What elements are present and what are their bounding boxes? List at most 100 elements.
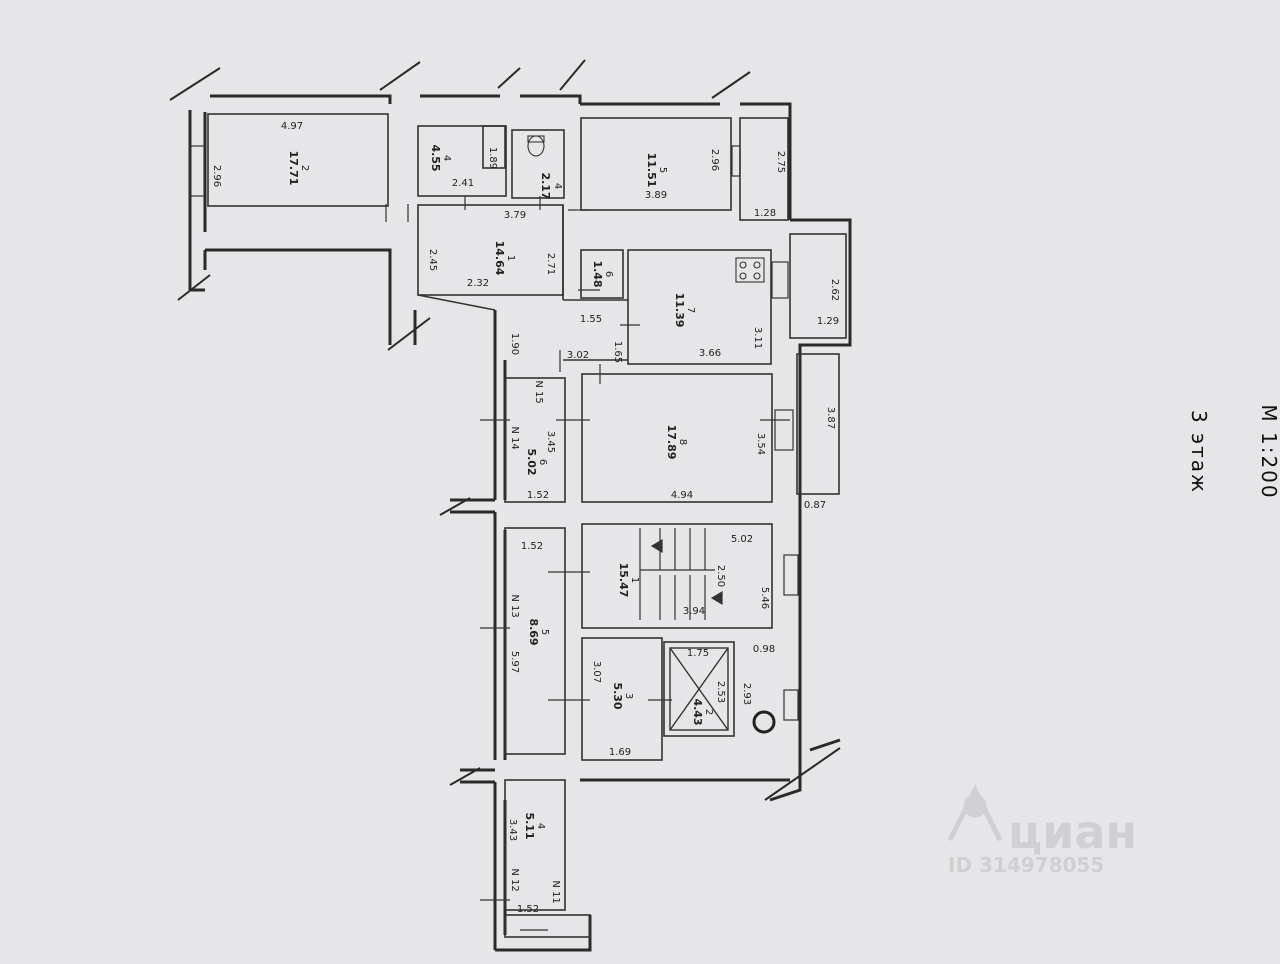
room-3-num: 4 [441, 155, 452, 161]
room-5-num: 5 [657, 167, 668, 173]
dim-label: 1.55 [580, 314, 602, 325]
dim-label: 1.65 [612, 341, 623, 363]
watermark-brand: циан [1008, 805, 1137, 859]
room-1-outline [417, 204, 564, 296]
room-5-outline [580, 117, 732, 211]
dim-label: 2.96 [709, 149, 720, 171]
dim-label: 0.87 [804, 500, 826, 511]
room-6-num: 6 [603, 271, 614, 277]
dim-label: 3.02 [567, 350, 589, 361]
scale-label: М 1:200 [1257, 404, 1280, 499]
room-2-num: 2 [299, 165, 310, 171]
wall-ticks [169, 59, 841, 801]
dim-label: 2.32 [467, 278, 489, 289]
dim-label: 3.07 [591, 661, 602, 683]
room-3b-num: 3 [623, 693, 634, 699]
room-4b-area: 5.11 [523, 812, 536, 839]
dim-label: 2.41 [452, 178, 474, 189]
floor-label: 3 этаж [1187, 410, 1211, 494]
elevator-shaft-icon [669, 647, 729, 731]
room-1b-outline [581, 523, 773, 629]
dim-label: 1.28 [754, 208, 776, 219]
room-4-outline [511, 129, 565, 199]
watermark-id: ID 314978055 [948, 853, 1104, 877]
watermark: циан ID 314978055 [947, 784, 1137, 877]
dim-label: 2.96 [211, 165, 222, 187]
room-3-outline [417, 125, 507, 197]
room-labels: 17.71 2 4.55 4 2.17 4 11.51 5 14.64 1 1.… [287, 144, 714, 839]
dim-label: 2.75 [775, 151, 786, 173]
room-4-area: 2.17 [539, 172, 552, 199]
dim-label: 0.98 [753, 644, 775, 655]
door-ticks [385, 196, 790, 931]
dim-label: 2.93 [741, 683, 752, 705]
dim-label: 1.52 [527, 490, 549, 501]
room-1b-area: 15.47 [617, 563, 630, 598]
dim-label: 2.53 [715, 681, 726, 703]
room-3b-outline [581, 637, 663, 761]
room-5b-num: 5 [539, 629, 550, 635]
room-5b-outline [504, 527, 566, 755]
room-4b-num: 4 [535, 823, 546, 829]
room-8-outline [581, 373, 773, 503]
room-2b-num: 2 [703, 709, 714, 715]
dim-label: 5.46 [759, 587, 770, 609]
room-6b-outline [504, 377, 566, 503]
outer-walls [188, 94, 852, 952]
dim-label: 1.69 [609, 747, 631, 758]
room-4-num: 4 [552, 183, 563, 189]
dim-label: 3.11 [752, 327, 763, 349]
dim-label: 1.89 [487, 147, 498, 169]
dim-label: 3.94 [683, 606, 705, 617]
dimension-labels: 4.97 2.96 1.89 2.41 2.96 2.75 1.28 3.89 … [211, 121, 840, 915]
room-7-outline [627, 249, 772, 365]
dim-label: 3.89 [645, 190, 667, 201]
room-3b-area: 5.30 [611, 682, 624, 709]
room-7-area: 11.39 [673, 293, 686, 328]
room-5-area: 11.51 [645, 153, 658, 188]
dim-label: 3.66 [699, 348, 721, 359]
room-3-area: 4.55 [429, 144, 442, 171]
marker-n11: N 11 [550, 880, 561, 903]
room-8-num: 8 [677, 439, 688, 445]
dim-label: 1.90 [509, 333, 520, 355]
room-1-num: 1 [505, 255, 516, 261]
marker-n15: N 15 [533, 380, 544, 403]
dim-label: 4.94 [671, 490, 693, 501]
dim-label: 5.97 [509, 651, 520, 673]
room-6-area: 1.48 [591, 260, 604, 287]
dim-label: 1.29 [817, 316, 839, 327]
room-2-outline [207, 113, 389, 207]
dim-label: 1.75 [687, 648, 709, 659]
dim-label: 1.52 [521, 541, 543, 552]
window-marks [189, 145, 799, 721]
dim-label: 2.71 [545, 253, 556, 275]
cian-logo-icon [947, 784, 1003, 842]
room-2b-outline [663, 641, 735, 737]
room-7-num: 7 [685, 307, 696, 313]
shaft-circle-icon [752, 710, 776, 734]
dim-label: 3.54 [755, 433, 766, 455]
rooms-outlines [207, 113, 847, 938]
room-5b-area: 8.69 [527, 618, 540, 645]
marker-n12: N 12 [509, 868, 520, 891]
room-1b-num: 1 [629, 577, 640, 583]
fixtures [527, 135, 765, 283]
dim-label: 2.62 [829, 279, 840, 301]
dim-label: 5.02 [731, 534, 753, 545]
room-8-area: 17.89 [665, 425, 678, 460]
svg-text:17.71: 17.71 [287, 151, 300, 186]
dim-label: 3.87 [825, 407, 836, 429]
dim-label: 4.97 [281, 121, 303, 132]
staircase-icon [639, 528, 723, 620]
n-markers: N 15 N 14 N 13 N 12 N 11 [509, 380, 561, 903]
room-6b-area: 5.02 [525, 448, 538, 475]
dim-label: 2.50 [715, 565, 726, 587]
dim-label: 3.43 [507, 819, 518, 841]
room-2b-area: 4.43 [691, 698, 704, 725]
dim-label: 3.45 [545, 431, 556, 453]
room-6b-num: 6 [537, 459, 548, 465]
room-2-area: 17.71 [287, 151, 300, 186]
dim-label: 3.79 [504, 210, 526, 221]
